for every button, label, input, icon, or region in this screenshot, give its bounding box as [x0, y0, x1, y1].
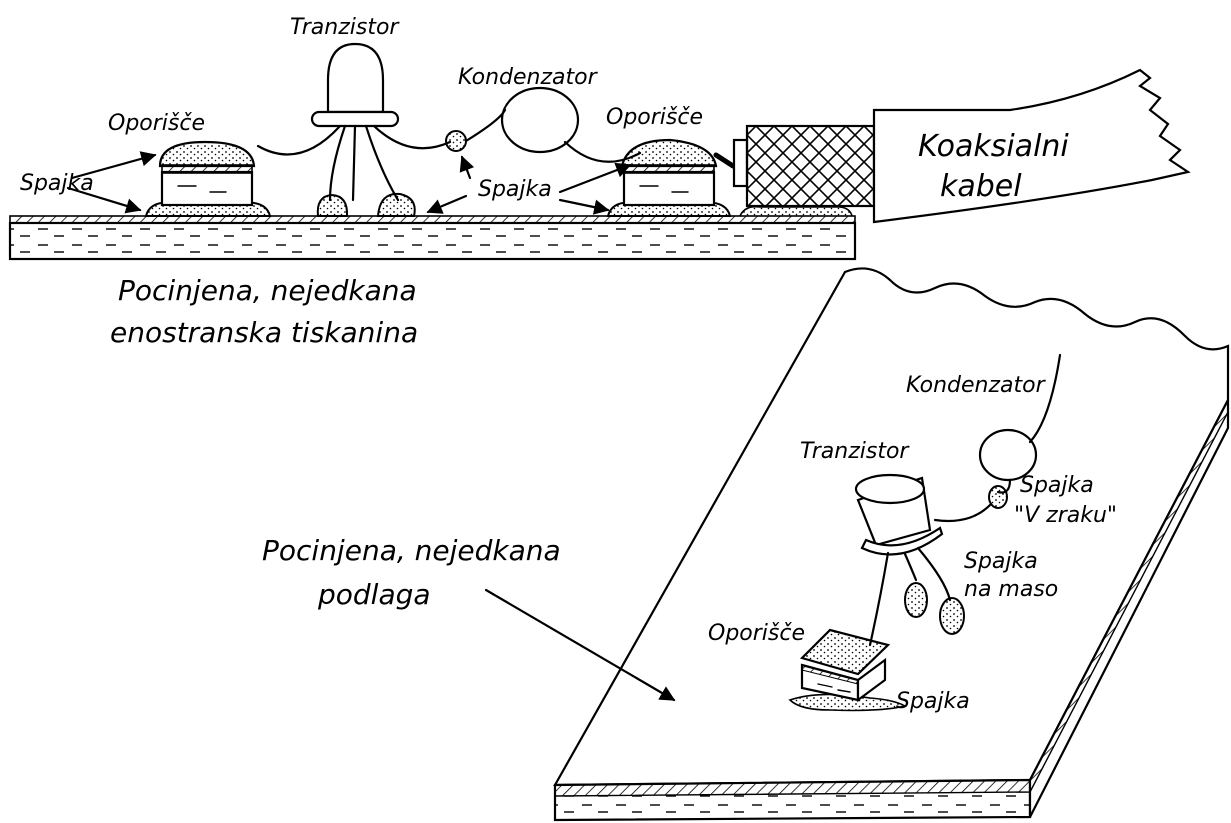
cross-section-view: Tranzistor Kondenzator Oporišče Oporišče… — [8, 15, 1191, 349]
capacitor — [464, 86, 736, 169]
label-tranzistor-3d: Tranzistor — [800, 439, 910, 464]
perspective-view: Kondenzator Tranzistor Spajka "V zraku" … — [262, 267, 1230, 822]
air-solder-joint — [445, 130, 467, 152]
label-board-line1: Pocinjena, nejedkana — [118, 274, 417, 307]
label-spajka-center: Spajka — [478, 177, 552, 202]
label-oporisce-right: Oporišče — [606, 105, 703, 130]
transistor-3d — [854, 473, 965, 647]
label-spajka-left: Spajka — [20, 171, 94, 196]
capacitor-3d — [933, 353, 1062, 523]
pad-right — [606, 138, 732, 217]
label-kabel: kabel — [940, 169, 1022, 204]
transistor — [256, 42, 452, 217]
label-spajka-ground-line1: Spajka — [964, 549, 1038, 574]
coax-cable — [732, 68, 1191, 224]
substrate-arrow — [484, 588, 676, 702]
label-kondenzator: Kondenzator — [458, 65, 599, 90]
label-board-line2: enostranska tiskanina — [110, 316, 418, 349]
label-oporisce-left: Oporišče — [108, 111, 205, 136]
label-koaksialni: Koaksialni — [918, 129, 1069, 164]
pad-3d — [788, 628, 908, 712]
cross-section-arrows — [66, 151, 632, 215]
pcb-board — [8, 215, 857, 261]
label-spajka-ground-line2: na maso — [964, 577, 1058, 602]
label-oporisce-3d: Oporišče — [708, 621, 805, 646]
label-spajka-bottom: Spajka — [896, 689, 970, 714]
substrate-board — [553, 267, 1230, 822]
label-tranzistor: Tranzistor — [290, 15, 400, 40]
label-substrate-line2: podlaga — [317, 578, 431, 611]
label-spajka-air-line1: Spajka — [1020, 473, 1094, 498]
label-kondenzator-3d: Kondenzator — [906, 373, 1047, 398]
label-spajka-air-line2: "V zraku" — [1014, 503, 1117, 528]
pad-left — [144, 140, 272, 217]
label-substrate-line1: Pocinjena, nejedkana — [262, 534, 561, 567]
